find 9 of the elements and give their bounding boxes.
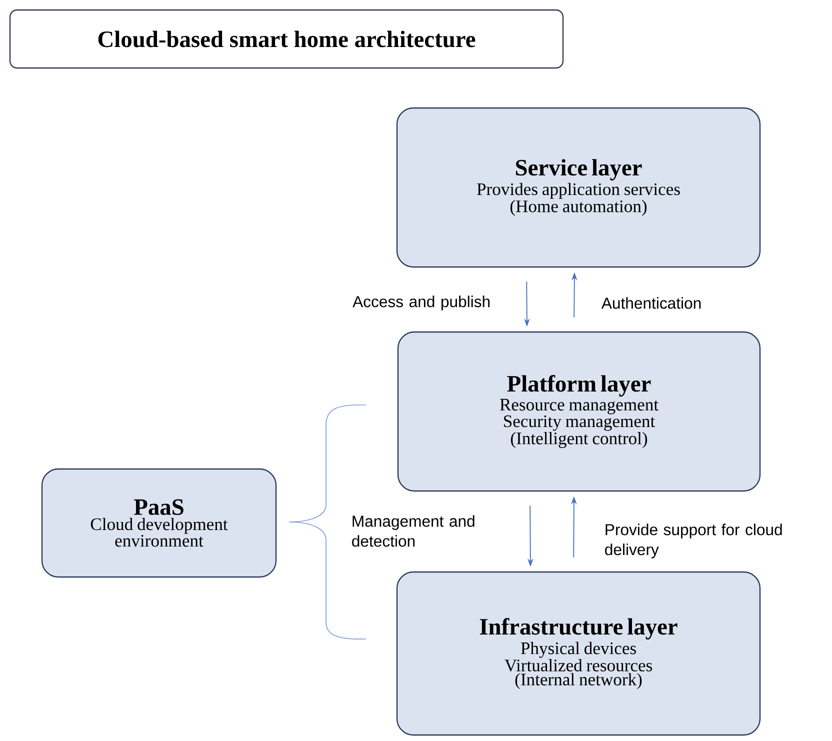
title-box: Cloud-based smart home architecture bbox=[9, 9, 564, 69]
edge-label: Access and publish bbox=[352, 296, 490, 310]
layer-box: Infrastructure layer Physical devices Virtualized resources (Internal network) bbox=[396, 571, 761, 736]
edge-label: Management and detection bbox=[352, 515, 474, 547]
edge-label: Authentication bbox=[601, 297, 701, 309]
layer-box: Service layer Provides application services (Home automation) bbox=[396, 107, 761, 268]
layer-box: Platform layer Resource management Security management (Intelligent control) bbox=[397, 331, 761, 492]
edge-label: Provide support for cloud delivery bbox=[605, 524, 782, 558]
layer-box: PaaS Cloud development environment bbox=[41, 468, 277, 578]
